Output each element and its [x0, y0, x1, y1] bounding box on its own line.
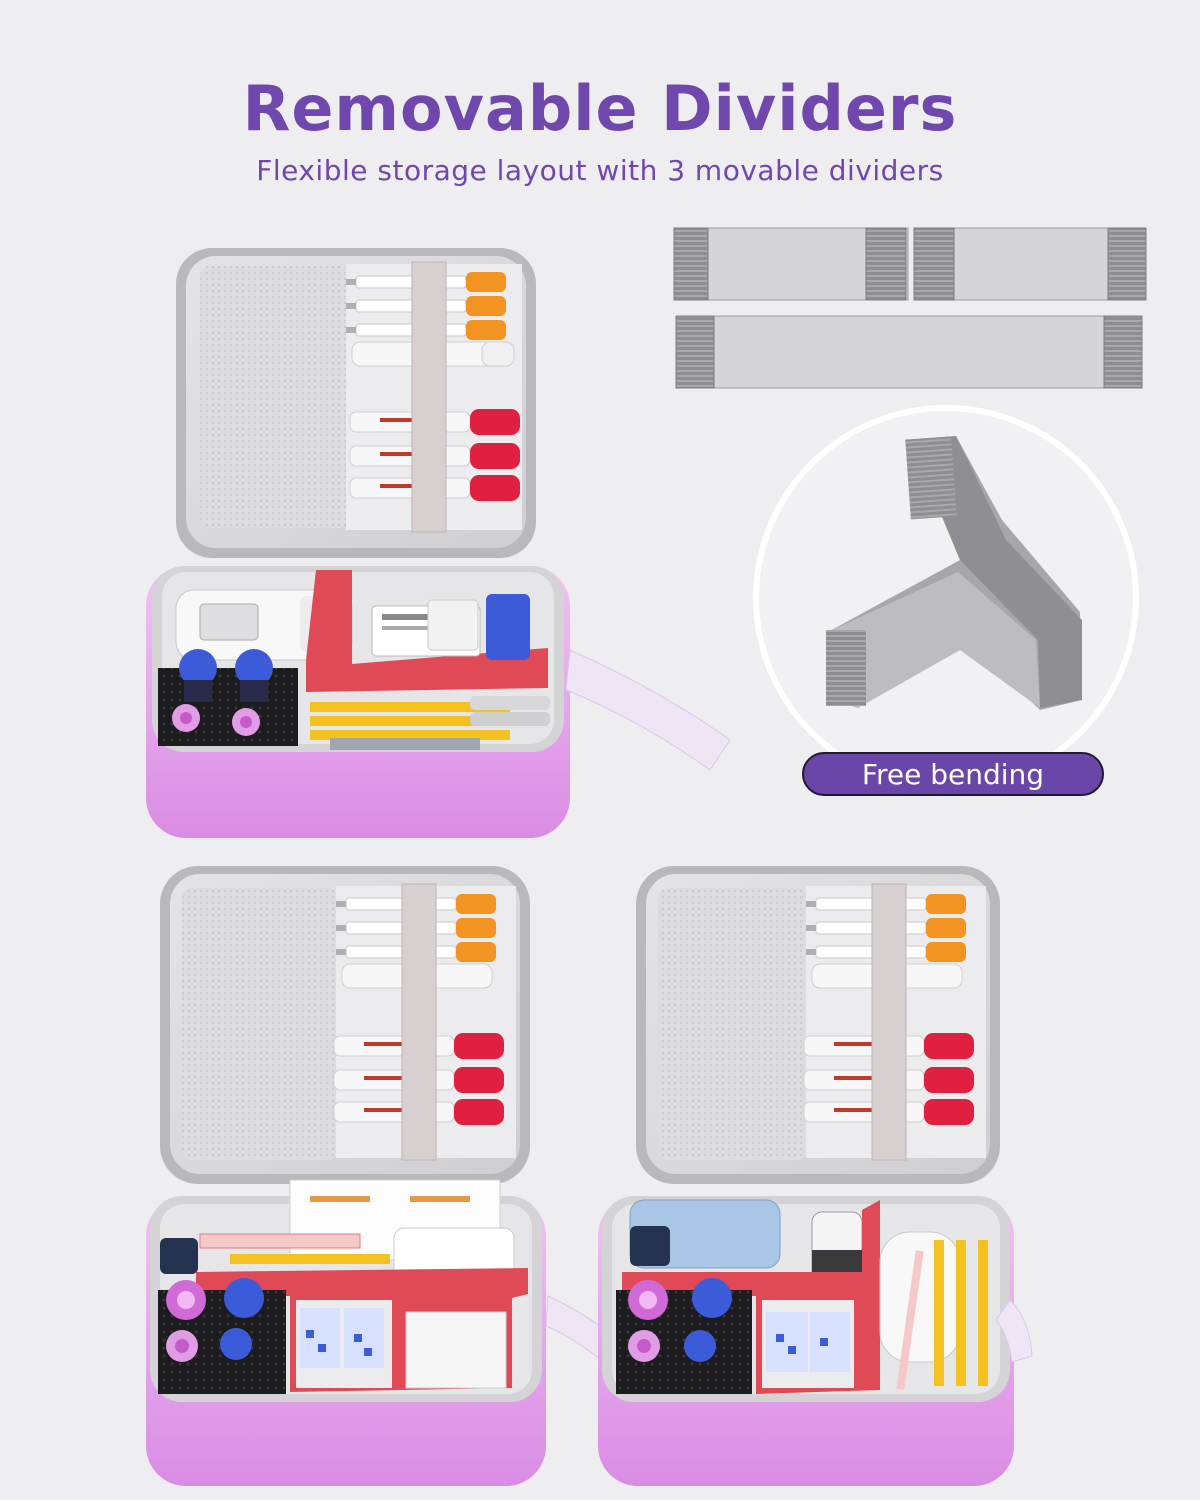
page-subtitle: Flexible storage layout with 3 movable d… [256, 154, 944, 187]
case-bottom-right [598, 866, 1033, 1486]
case-top-left [146, 248, 731, 838]
case-bottom-left [146, 866, 641, 1486]
free-bending-badge: Free bending [802, 752, 1104, 796]
bending-detail-circle [753, 405, 1139, 791]
divider-strips [673, 227, 1147, 389]
page-title: Removable Dividers [242, 72, 958, 145]
